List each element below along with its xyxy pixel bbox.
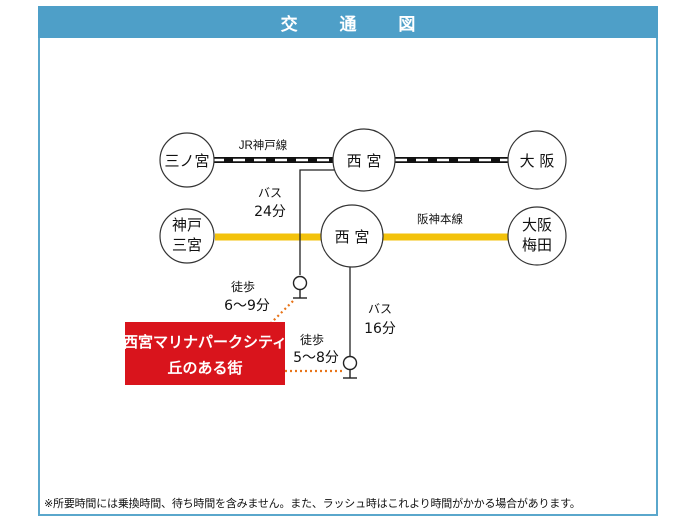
station-label: 大阪	[522, 216, 552, 234]
station-label: 神戸	[172, 216, 202, 234]
station-label: 三ノ宮	[164, 152, 209, 170]
station-kobe-sannomiya: 神戸 三宮	[159, 208, 215, 264]
station-label: 西 宮	[335, 228, 370, 246]
station-nishinomiya-hanshin: 西 宮	[320, 204, 384, 268]
station-label: 大 阪	[520, 152, 555, 170]
station-label: 西 宮	[347, 152, 382, 170]
station-sannomiya: 三ノ宮	[159, 132, 215, 188]
bus-route-1-label: バス	[258, 186, 282, 200]
jr-line-label: JR神戸線	[239, 138, 288, 152]
destination-subname: 丘のある街	[167, 359, 242, 377]
bus-stop-icon	[292, 275, 308, 299]
station-label: 梅田	[522, 236, 552, 254]
bus-route-1-time: 24分	[254, 204, 286, 220]
walk-route-1-time: 6〜9分	[224, 298, 270, 314]
walk-route-2-time: 5〜8分	[293, 350, 339, 366]
station-nishinomiya-jr: 西 宮	[332, 128, 396, 192]
bus-route-2-label: バス	[368, 302, 392, 316]
destination-name: 西宮マリナパークシティ	[123, 333, 287, 351]
walk-route-2-label: 徒歩	[300, 332, 324, 347]
bus-stop-icon	[342, 355, 358, 379]
bus-route-1	[299, 169, 337, 275]
hanshin-line-label: 阪神本線	[417, 212, 463, 226]
footnote: ※所要時間には乗換時間、待ち時間を含みません。また、ラッシュ時はこれより時間がか…	[44, 497, 581, 510]
page-title: 交 通 図	[38, 6, 658, 38]
bus-route-2-time: 16分	[364, 321, 396, 337]
destination-box: 西宮マリナパークシティ 丘のある街	[123, 322, 287, 385]
walk-route-1	[269, 300, 294, 325]
station-osaka-umeda: 大阪 梅田	[507, 206, 567, 266]
walk-route-1-label: 徒歩	[231, 279, 255, 294]
station-label: 三宮	[172, 236, 202, 254]
station-osaka: 大 阪	[507, 130, 567, 190]
